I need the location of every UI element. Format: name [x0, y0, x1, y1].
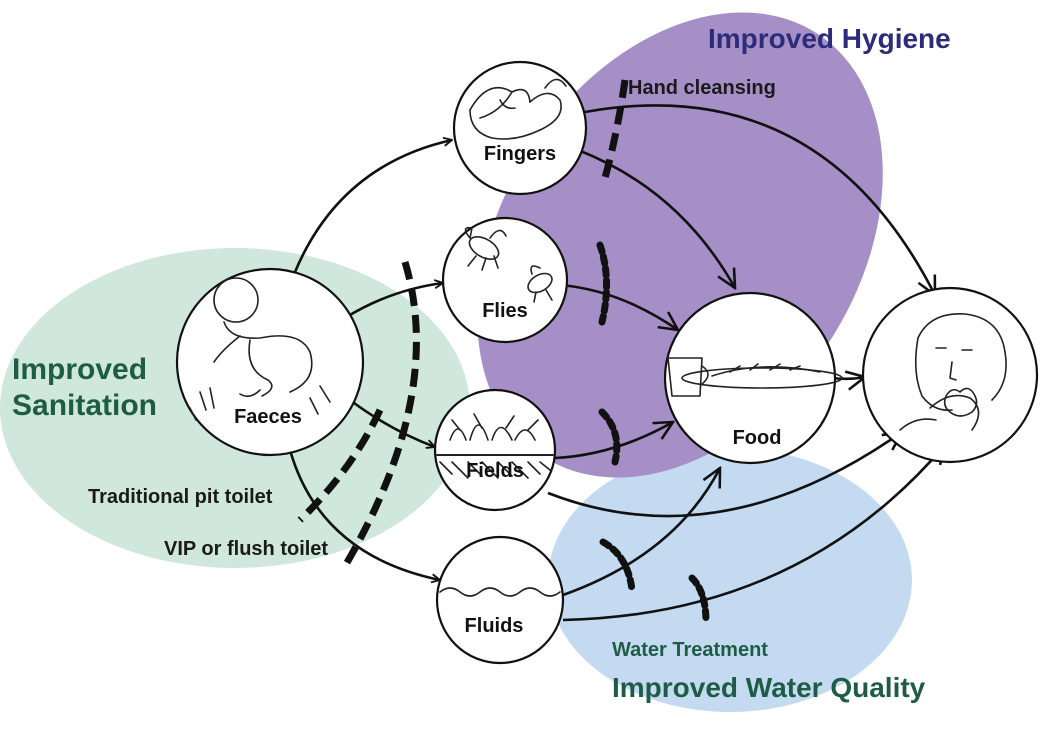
improved-sanitation-label-line1: Improved — [12, 353, 147, 386]
food-label: Food — [733, 427, 782, 449]
barrier-fluids-to-food — [599, 538, 636, 594]
barrier-traditional-pit-toilet — [297, 408, 384, 523]
hand-cleansing-label: Hand cleansing — [628, 77, 776, 99]
fingers-hand-sketch — [469, 78, 567, 140]
traditional-pit-toilet-label: Traditional pit toilet — [88, 486, 273, 508]
node-fields: Fields — [433, 388, 557, 512]
barrier-hand-cleansing — [601, 79, 629, 179]
arrow-faeces-to-fields — [349, 398, 435, 447]
improved-hygiene-label: Improved Hygiene — [708, 23, 951, 54]
node-fluids: Fluids — [435, 535, 565, 665]
fields-plants-sketch — [436, 413, 554, 479]
node-person-eating — [861, 286, 1039, 464]
barrier-vip-or-flush-toilet — [341, 260, 420, 568]
arrow-fields-to-person — [547, 432, 902, 518]
barrier-fields-to-food — [598, 408, 621, 466]
fields-label: Fields — [466, 460, 524, 482]
arrow-food-to-person — [831, 377, 865, 379]
flies-label: Flies — [482, 300, 528, 322]
fingers-label: Fingers — [484, 143, 556, 165]
barrier-flies-to-food — [596, 241, 611, 326]
flies-sketch — [464, 226, 553, 303]
fluids-label: Fluids — [465, 615, 524, 637]
node-faeces: Faeces — [175, 267, 365, 457]
arrow-flies-to-food — [559, 283, 678, 330]
faeces-label: Faeces — [234, 406, 302, 428]
vip-or-flush-toilet-label: VIP or flush toilet — [164, 538, 328, 560]
person-eating-sketch — [899, 313, 1007, 431]
barrier-marks — [297, 79, 710, 626]
arrow-fingers-to-person — [584, 104, 935, 295]
arrow-fluids-to-food — [562, 468, 720, 597]
node-fingers: Fingers — [452, 60, 588, 196]
arrow-fingers-to-food — [577, 148, 735, 288]
arrow-fluids-to-person — [562, 445, 945, 622]
node-food: Food — [663, 291, 843, 465]
improved-water-quality-label: Improved Water Quality — [612, 672, 926, 703]
node-flies: Flies — [441, 216, 569, 344]
food-plate-sketch — [667, 357, 843, 397]
fluids-water-wave — [439, 587, 561, 597]
barrier-fluids-to-person — [688, 574, 710, 626]
arrow-faeces-to-flies — [344, 283, 443, 320]
arrow-faeces-to-fluids — [288, 449, 440, 580]
faeces-squatting-figure-sketch — [189, 277, 331, 421]
arrow-faeces-to-fingers — [293, 140, 452, 273]
improved-sanitation-label-line2: Sanitation — [12, 389, 157, 422]
water-treatment-label: Water Treatment — [612, 639, 768, 661]
